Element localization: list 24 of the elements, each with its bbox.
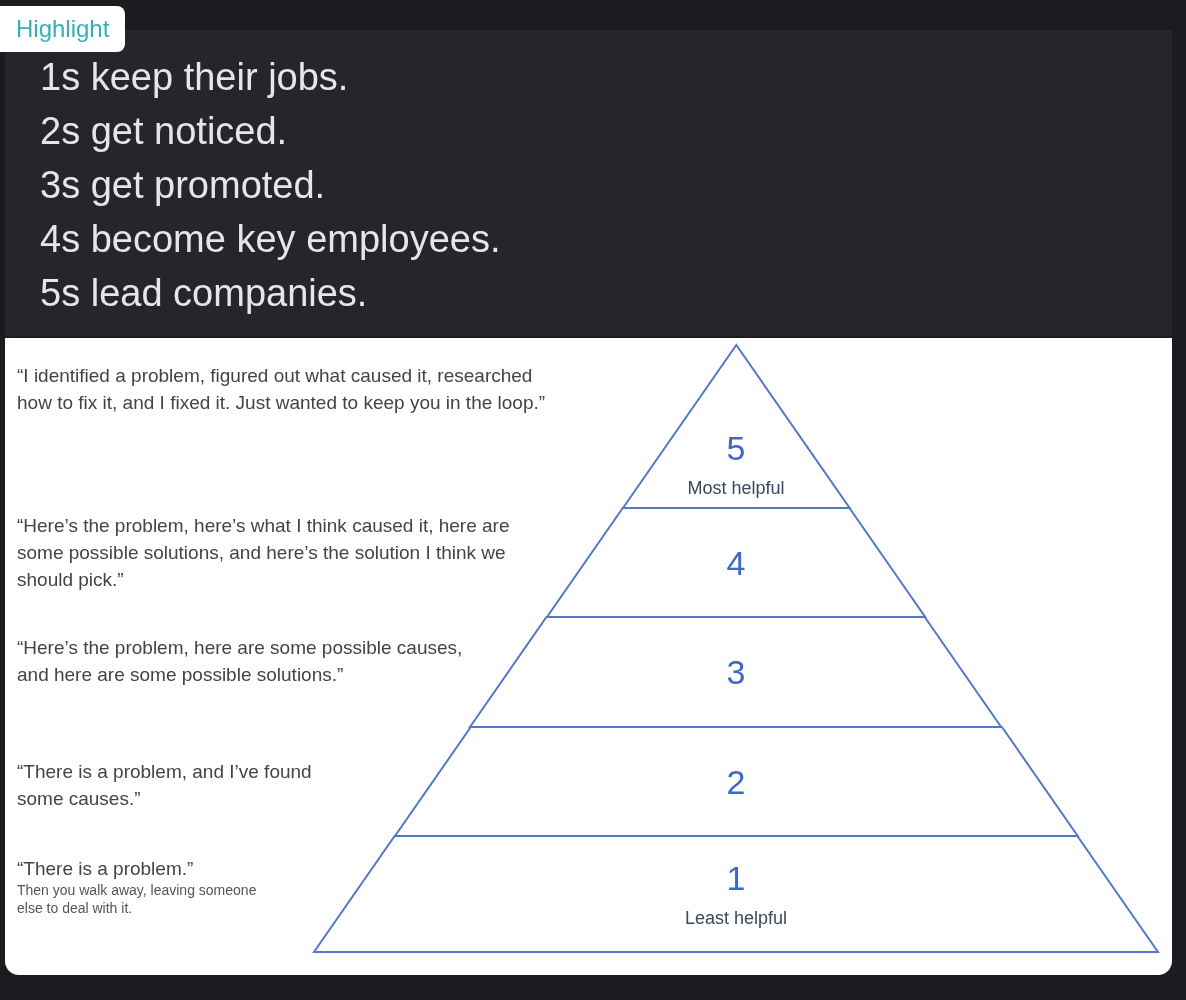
level-number: 3 (726, 652, 746, 692)
quote: “I identified a problem, figured out what caused it, researched how to fix it, and I fixed it. Just wanted to keep you in the loop.” (17, 364, 547, 415)
pyramid-level (622, 345, 850, 508)
note: Then you walk away, leaving someone else to deal with it. (17, 881, 257, 917)
level-number: 5 (726, 428, 746, 468)
level-caption: Least helpful (684, 907, 788, 930)
tab: Highlight (0, 6, 126, 52)
level-caption: Most helpful (687, 477, 785, 500)
pyramid-level (470, 617, 1002, 727)
quote: “Here’s the problem, here are some possible causes, and here are some possible solutions.” (17, 636, 464, 687)
statement: 3s get promoted. (40, 163, 327, 208)
level-number: 4 (726, 542, 746, 583)
statement: 5s lead companies. (40, 271, 369, 316)
quote: “There is a problem, and I’ve found some causes.” (17, 760, 313, 811)
statement: 4s become key employees. (40, 217, 501, 262)
level-number: 2 (726, 761, 746, 802)
pyramid-level (394, 727, 1078, 836)
statement: 1s keep their jobs. (40, 55, 350, 100)
pyramid-level (314, 836, 1158, 952)
statement: 2s get noticed. (40, 109, 289, 154)
quote: “There is a problem.” (17, 857, 195, 881)
quote: “Here’s the problem, here’s what I think caused it, here are some possible solutions, and here’s the solution I think we should pick.” (17, 514, 511, 592)
level-number: 1 (726, 858, 746, 898)
pyramid-level (546, 508, 926, 617)
